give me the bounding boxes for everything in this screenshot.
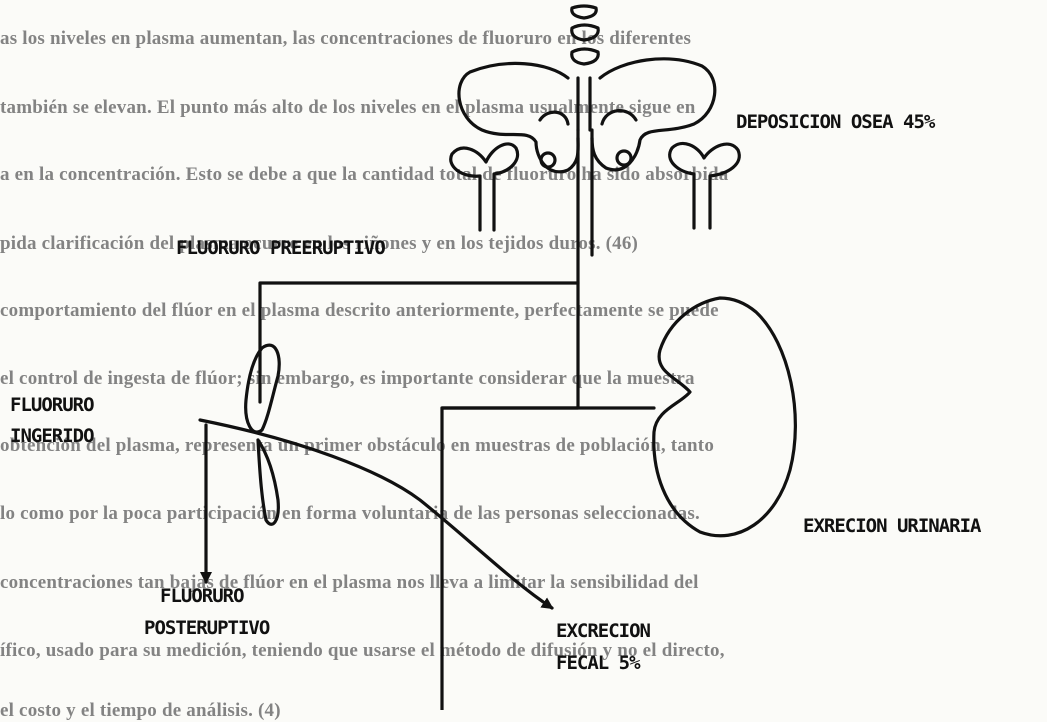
spine-vertebrae-icon — [572, 6, 598, 130]
label-fluoruro-posteruptivo-1: FLUORURO — [160, 585, 244, 607]
kidney-icon — [654, 298, 796, 536]
label-excrecion-fecal-2: FECAL 5% — [556, 652, 640, 674]
label-exrecion-urinaria: EXRECION URINARIA — [803, 515, 980, 537]
fecal-arrow — [200, 420, 552, 608]
label-deposicion-osea: DEPOSICION OSEA 45% — [736, 111, 934, 133]
label-fluoruro-posteruptivo-2: POSTERUPTIVO — [144, 617, 269, 639]
preeruptive-bracket — [260, 283, 578, 402]
tooth-root-icon — [258, 440, 278, 524]
label-excrecion-fecal-1: EXCRECION — [556, 620, 650, 642]
tooth-crown-icon — [246, 345, 280, 432]
label-fluoruro-ingerido-1: FLUORURO — [10, 394, 94, 416]
pelvis-bone-icon — [459, 59, 715, 172]
label-fluoruro-ingerido-2: INGERIDO — [10, 425, 94, 447]
label-fluoruro-preeruptivo: FLUORURO PREERUPTIVO — [176, 237, 385, 259]
